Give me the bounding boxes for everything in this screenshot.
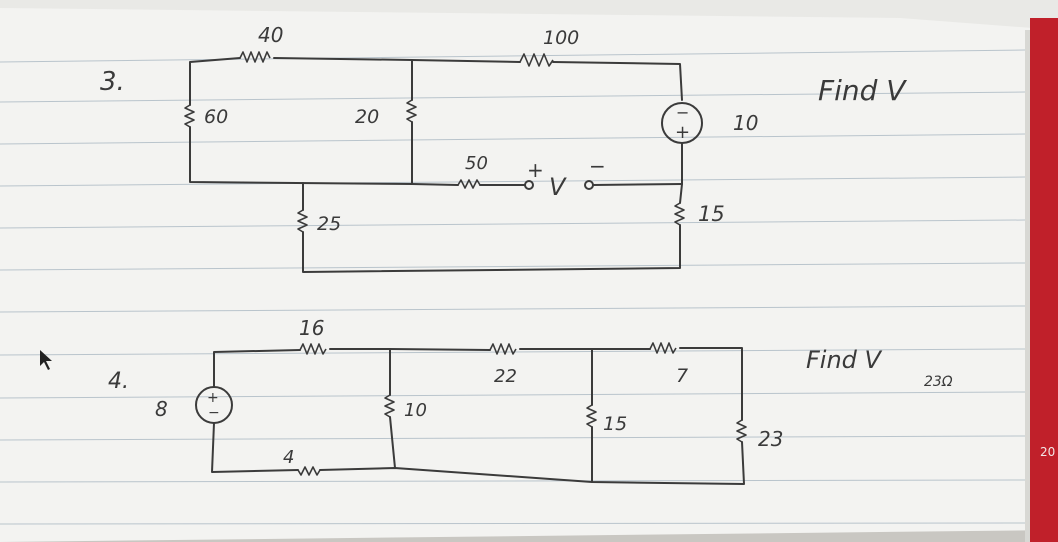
terminal-3-plus xyxy=(524,180,534,190)
problem-3-number: 3. xyxy=(100,67,125,97)
label-3-v-minus: − xyxy=(589,154,606,178)
label-4-source-top: + xyxy=(207,390,219,406)
page-edge-shadow xyxy=(1025,30,1030,542)
label-3-v: V xyxy=(549,173,567,201)
problem-3-instruction: Find V xyxy=(818,74,907,107)
wire-4-right-down xyxy=(679,347,743,421)
label-3-source-value: 10 xyxy=(733,111,758,135)
label-4-r23: 23 xyxy=(758,427,783,451)
wire-3-15-top xyxy=(679,183,683,204)
resistor-3-15 xyxy=(674,202,685,226)
resistor-4-22 xyxy=(489,343,517,355)
label-3-r25: 25 xyxy=(317,213,341,235)
resistor-4-7 xyxy=(649,342,677,354)
wire-3-top-right xyxy=(552,61,683,101)
label-3-source-bottom: + xyxy=(675,122,690,143)
label-4-r7: 7 xyxy=(676,365,688,387)
label-3-v-plus: + xyxy=(527,158,544,182)
label-3-r20: 20 xyxy=(355,106,379,128)
resistor-3-60 xyxy=(184,104,195,128)
ruled-lines xyxy=(0,49,1026,525)
resistor-3-40 xyxy=(239,51,271,63)
cursor-arrow-icon xyxy=(40,350,52,370)
red-edge-strip xyxy=(1030,18,1058,542)
resistor-3-50 xyxy=(457,179,481,189)
resistor-3-20 xyxy=(406,99,417,123)
resistor-4-10 xyxy=(384,394,395,418)
wire-3-left-bottom xyxy=(189,126,413,185)
wire-3-bottom-c xyxy=(592,183,683,186)
wire-3-lower-loop xyxy=(302,224,681,273)
wire-4-top-mid xyxy=(329,348,491,351)
label-3-r100: 100 xyxy=(543,27,579,49)
problem-4-circuit xyxy=(195,342,747,485)
resistor-3-100 xyxy=(519,53,554,67)
resistor-4-16 xyxy=(299,343,327,355)
resistor-4-4 xyxy=(297,466,321,476)
label-3-source-top: − xyxy=(676,103,689,122)
problem-3-circuit xyxy=(184,51,703,273)
wire-3-bottom-a xyxy=(411,183,459,186)
label-4-r10: 10 xyxy=(404,400,427,421)
wire-3-top-left xyxy=(189,57,241,106)
label-3-r50: 50 xyxy=(465,153,488,174)
edge-label: 20 xyxy=(1040,445,1055,459)
label-3-r15: 15 xyxy=(698,202,725,226)
resistor-4-15 xyxy=(586,404,597,428)
paper-top-shade xyxy=(0,0,1058,30)
label-4-source-bottom: − xyxy=(208,405,220,421)
label-4-source-value: 8 xyxy=(155,397,168,421)
problem-4-number: 4. xyxy=(108,369,129,394)
problem-4-instruction: Find V xyxy=(806,346,883,374)
label-3-r40: 40 xyxy=(258,23,283,47)
label-4-r4: 4 xyxy=(283,447,294,468)
label-3-r60: 60 xyxy=(204,106,228,128)
label-4-r16: 16 xyxy=(299,316,324,340)
label-4-r22: 22 xyxy=(494,366,517,387)
wire-4-top-left xyxy=(213,349,301,388)
label-4-r15: 15 xyxy=(603,413,627,435)
problem-4-instruction-subscript: 23Ω xyxy=(924,374,953,390)
resistor-4-23 xyxy=(736,419,747,443)
resistor-3-25 xyxy=(297,209,308,233)
wire-4-shunt1-bottom xyxy=(389,416,396,469)
wire-4-bottom-left xyxy=(211,422,299,473)
